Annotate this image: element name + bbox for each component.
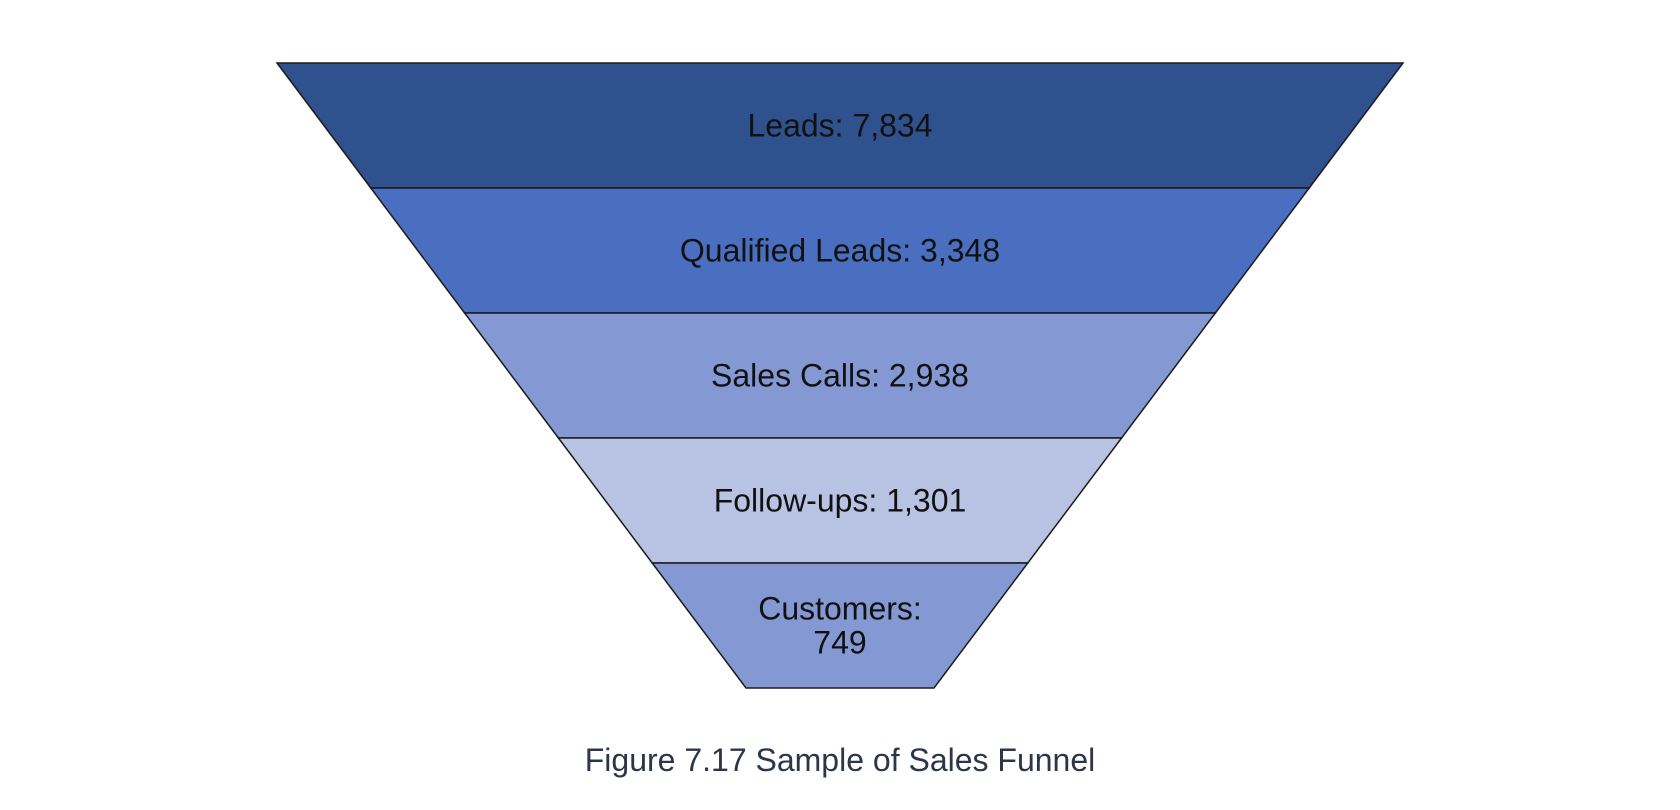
figure-caption: Figure 7.17 Sample of Sales Funnel: [584, 742, 1096, 778]
funnel-stage-label-1: Leads: 7,834: [747, 108, 932, 144]
funnel-stage-label-3: Sales Calls: 2,938: [711, 358, 969, 394]
funnel-stage-label-2: Qualified Leads: 3,348: [680, 233, 1000, 269]
funnel-stage-label-4: Follow-ups: 1,301: [714, 483, 967, 519]
funnel-stage-label-5: Customers:749: [758, 591, 922, 661]
funnel-stage-5: [650, 562, 1030, 689]
